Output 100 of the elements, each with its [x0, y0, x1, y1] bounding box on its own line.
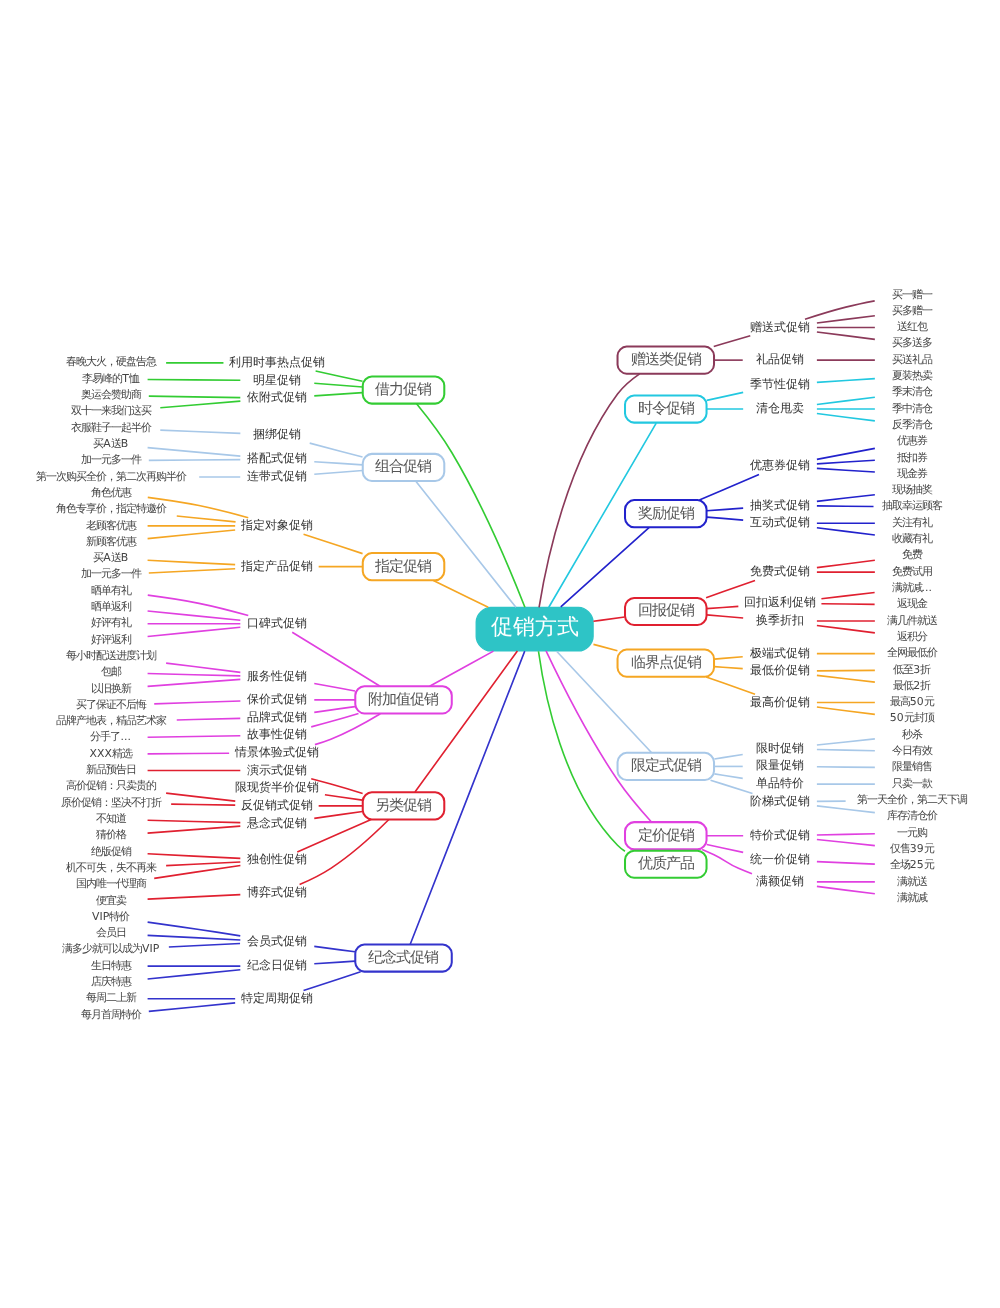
connector [317, 804, 364, 806]
connector [816, 525, 876, 535]
connector [538, 372, 641, 608]
connector [816, 623, 876, 633]
connector [291, 630, 381, 687]
connector [148, 1001, 236, 1012]
connector [148, 566, 236, 573]
connector [310, 711, 360, 727]
connector [816, 458, 876, 464]
connector [146, 964, 242, 966]
connector [153, 863, 242, 879]
connector [820, 590, 876, 599]
connector [820, 601, 876, 605]
connector [816, 446, 876, 460]
connector [165, 661, 242, 673]
connector [414, 649, 519, 792]
connector [816, 765, 876, 768]
connector [816, 411, 876, 421]
connector [816, 619, 876, 621]
connector [592, 615, 626, 622]
connector [146, 892, 242, 899]
connector [313, 698, 356, 700]
connector [313, 704, 356, 713]
connector [313, 390, 364, 396]
connector [324, 793, 364, 800]
connector [314, 369, 364, 382]
connector [146, 768, 242, 771]
connector [816, 504, 875, 507]
connector [146, 677, 242, 687]
connector [592, 642, 619, 651]
connector [314, 711, 382, 745]
connector [317, 564, 364, 567]
connector [313, 468, 364, 475]
connector [175, 716, 242, 720]
connector [313, 381, 364, 387]
connector [816, 782, 876, 784]
connector [168, 941, 241, 947]
connector [146, 920, 242, 936]
connector [313, 959, 356, 964]
connector [308, 441, 364, 457]
connector [559, 525, 650, 607]
connector [816, 880, 876, 882]
connector [537, 649, 626, 852]
connector [816, 747, 876, 751]
connector [816, 570, 876, 572]
connector [816, 737, 876, 745]
connector [816, 831, 876, 835]
connector [816, 521, 876, 523]
connector [816, 837, 876, 846]
connector [146, 528, 236, 539]
connector [146, 524, 236, 526]
connector [146, 751, 230, 754]
connector [153, 699, 242, 704]
connector [816, 358, 876, 360]
connector [816, 673, 876, 682]
connector [170, 802, 237, 805]
connector [313, 809, 364, 819]
connector [705, 842, 744, 853]
connector [816, 859, 876, 864]
connector [148, 394, 242, 398]
connector [165, 791, 237, 801]
connector [816, 325, 876, 328]
connector [816, 466, 876, 472]
connector [146, 495, 250, 518]
connector [428, 649, 495, 687]
connector [705, 675, 756, 695]
connector [816, 884, 876, 894]
connector [713, 654, 744, 659]
connector [705, 613, 744, 618]
connector [146, 609, 242, 621]
connector [816, 705, 876, 715]
connector [432, 578, 490, 608]
connector [804, 299, 876, 320]
connector [816, 330, 876, 340]
connector [713, 664, 744, 669]
connector [415, 479, 517, 608]
connector [146, 996, 236, 999]
connector [146, 558, 236, 565]
connector [146, 824, 242, 833]
connector [148, 457, 242, 461]
connector [816, 651, 876, 654]
connector [146, 818, 242, 823]
connector [816, 700, 876, 703]
connector [146, 593, 250, 616]
connector [146, 377, 242, 381]
connector [313, 459, 364, 465]
connector [816, 407, 876, 409]
connector [698, 472, 760, 500]
connector [816, 668, 876, 671]
connector [548, 421, 658, 608]
connector [705, 515, 744, 520]
connector [409, 649, 526, 945]
connector [705, 506, 744, 511]
connector [713, 764, 744, 767]
connector [146, 625, 242, 637]
connector [146, 733, 242, 738]
connector [705, 578, 756, 598]
connector [713, 358, 744, 360]
connector [146, 671, 242, 676]
connector [709, 778, 754, 794]
